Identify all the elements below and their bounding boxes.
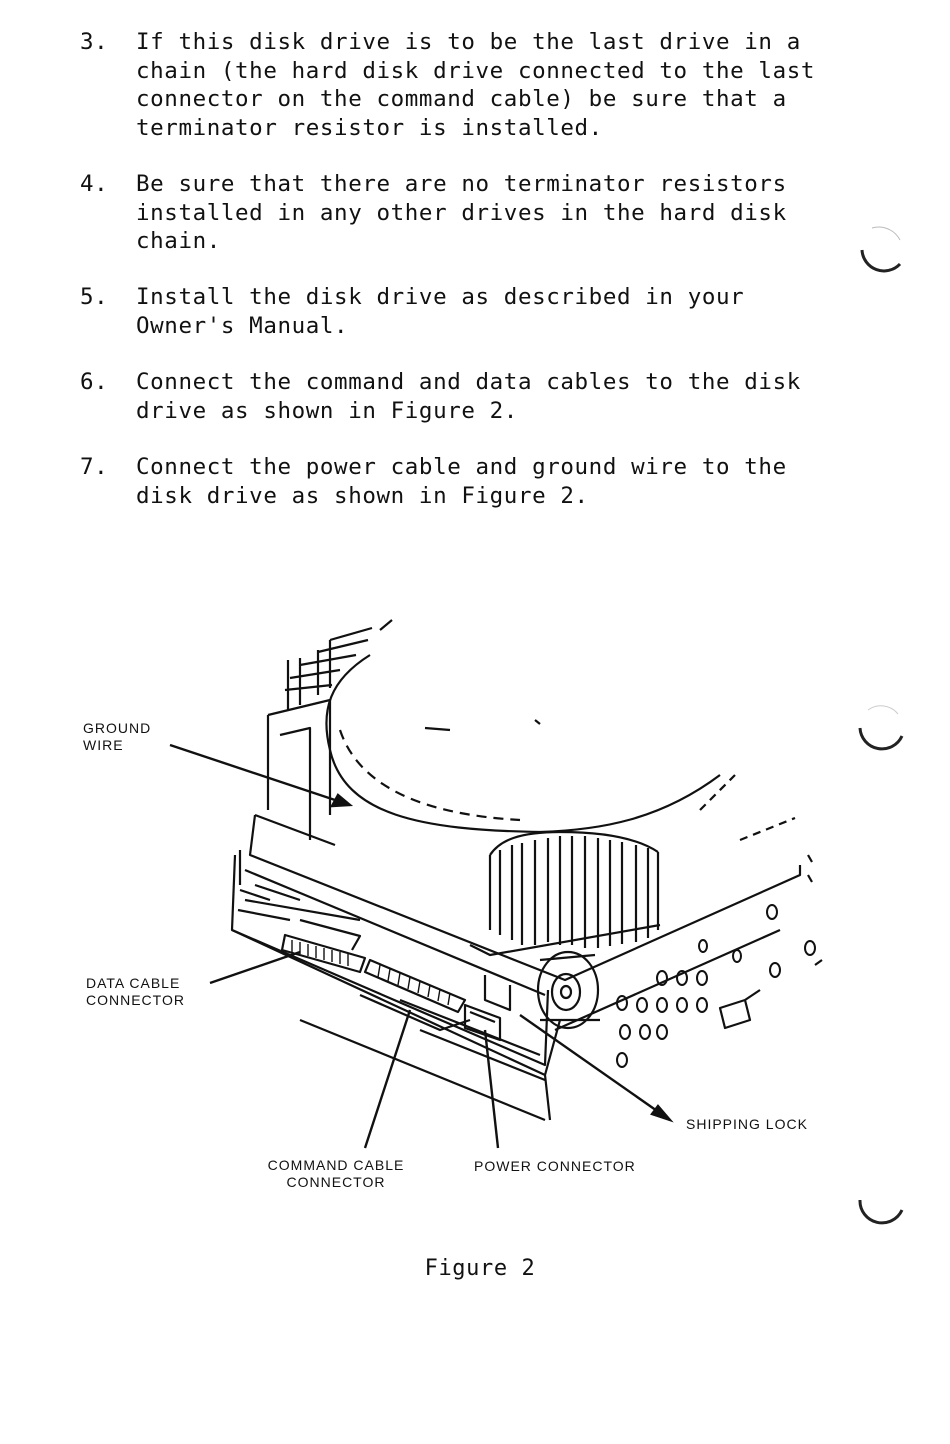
binder-hole-mark	[858, 705, 904, 751]
step-text: Connect the command and data cables to t…	[136, 369, 801, 424]
step-6: 6. Connect the command and data cables t…	[80, 368, 850, 425]
motor-fins	[488, 836, 660, 948]
ground-wire-label: GROUND WIRE	[83, 720, 152, 753]
step-number: 3.	[80, 29, 109, 55]
data-cable-connector-label: DATA CABLE CONNECTOR	[86, 975, 185, 1008]
platter-cover	[325, 654, 721, 834]
step-text: Install the disk drive as described in y…	[136, 284, 745, 339]
step-7: 7. Connect the power cable and ground wi…	[80, 453, 850, 510]
data-cable-leader	[209, 950, 301, 985]
step-number: 7.	[80, 454, 109, 480]
step-4: 4. Be sure that there are no terminator …	[80, 170, 850, 256]
ground-wire-leader	[169, 743, 351, 807]
shipping-lock-shape	[718, 989, 761, 1030]
casing-top	[248, 814, 802, 982]
shipping-lock-leader	[519, 1014, 671, 1121]
step-text: Be sure that there are no terminator res…	[136, 171, 787, 254]
casing-front	[230, 854, 550, 1067]
step-text: If this disk drive is to be the last dri…	[136, 29, 816, 141]
spindle-pulley	[536, 950, 600, 1030]
figure-caption: Figure 2	[424, 1256, 536, 1281]
shipping-lock-label: SHIPPING LOCK	[686, 1116, 808, 1132]
ventilation-holes	[616, 904, 816, 1068]
step-5: 5. Install the disk drive as described i…	[80, 283, 850, 340]
heatsink-fins	[284, 626, 373, 710]
step-number: 6.	[80, 369, 109, 395]
base-rails	[231, 928, 781, 1122]
power-connector-leader	[483, 1029, 500, 1149]
command-cable-connector-label: COMMAND CABLE CONNECTOR	[267, 1157, 405, 1190]
power-connector-shape	[463, 1003, 502, 1042]
binder-hole-mark	[860, 226, 902, 273]
binder-hole-mark	[858, 1199, 904, 1225]
step-3: 3. If this disk drive is to be the last …	[80, 28, 850, 142]
step-number: 5.	[80, 284, 109, 310]
disk-drive-illustration	[169, 619, 823, 1149]
step-number: 4.	[80, 171, 109, 197]
command-cable-leader	[363, 1009, 412, 1149]
step-text: Connect the power cable and ground wire …	[136, 454, 787, 509]
command-connector	[363, 958, 467, 1014]
power-connector-label: POWER CONNECTOR	[474, 1158, 636, 1174]
data-connector	[280, 933, 367, 974]
